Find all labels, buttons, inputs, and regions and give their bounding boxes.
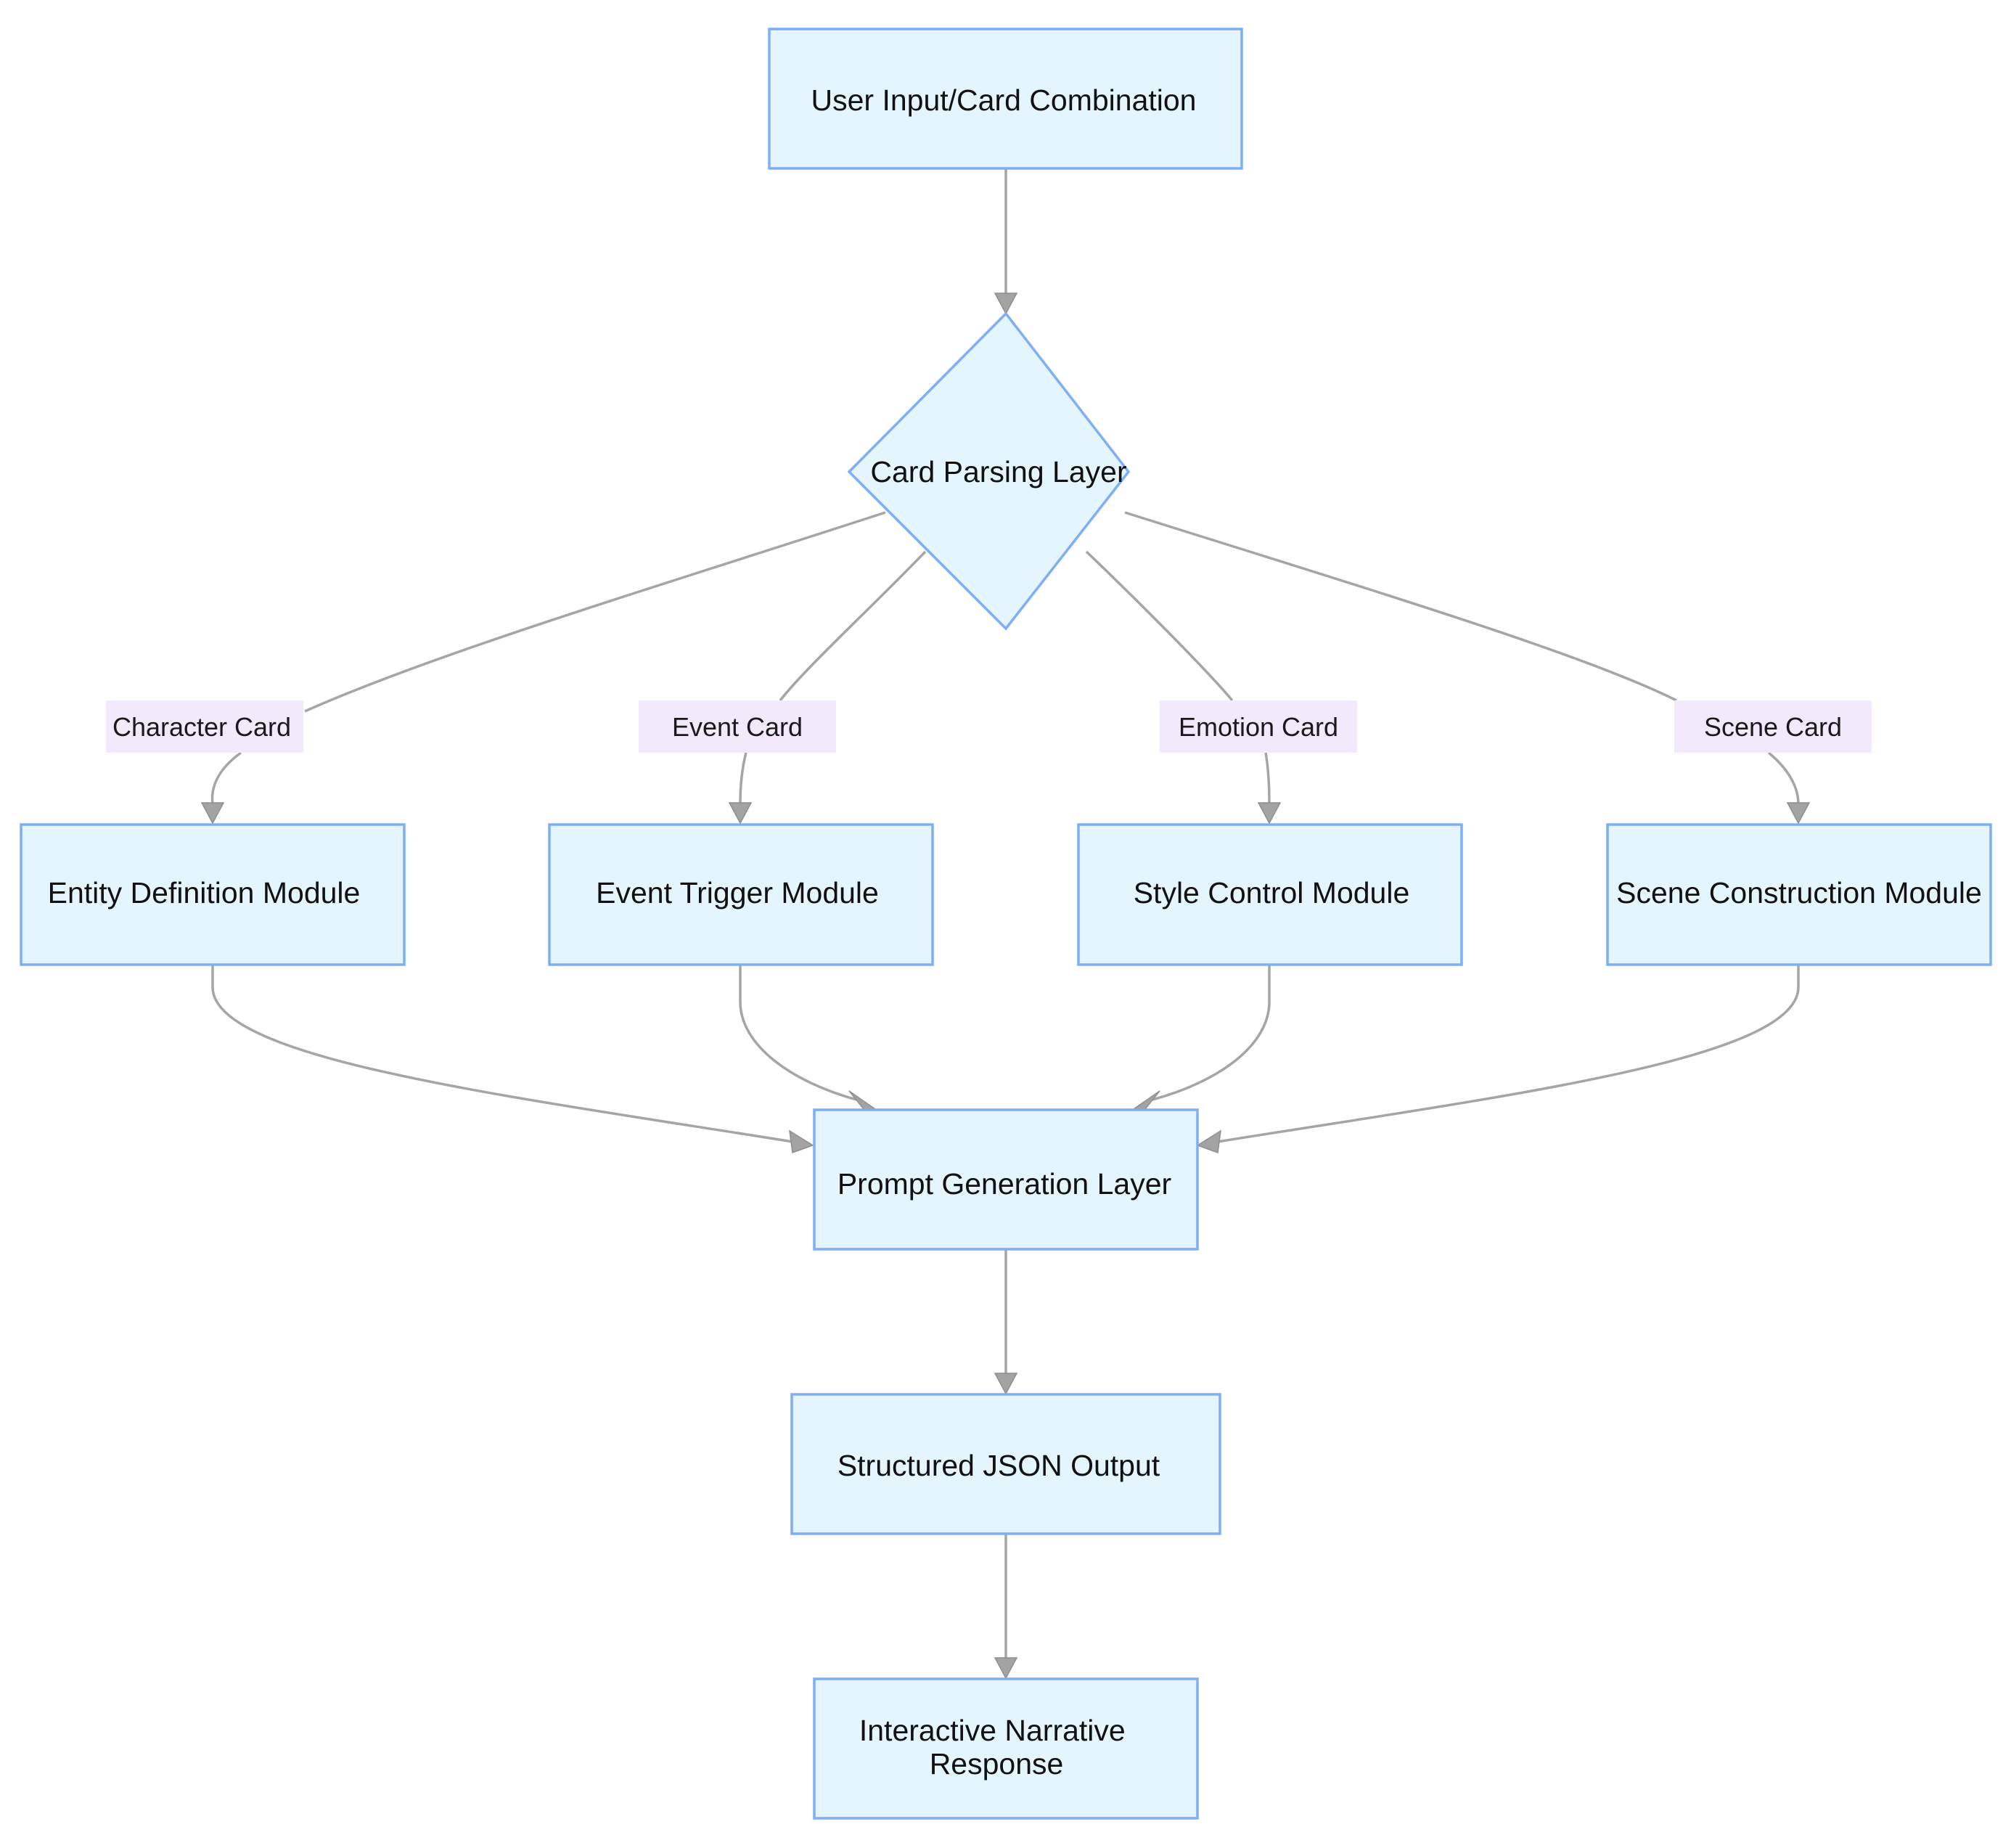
node-interactive-narrative-label: Interactive Narrative Response <box>859 1714 1134 1780</box>
arrowhead-card-parsing <box>994 293 1018 315</box>
edge-character-card-to-entity-definition <box>210 751 242 805</box>
node-structured-json: Structured JSON Output <box>790 1393 1221 1535</box>
edges <box>200 168 1811 1680</box>
edge-label-scene-card-text: Scene Card <box>1704 712 1842 742</box>
arrowhead-structured-json <box>994 1373 1018 1395</box>
node-prompt-generation-label: Prompt Generation Layer <box>837 1167 1171 1201</box>
edge-label-event-card: Event Card <box>639 700 836 753</box>
arrowhead-event-trigger <box>728 802 753 825</box>
edge-label-character-card-text: Character Card <box>112 712 291 742</box>
edge-label-event-card-text: Event Card <box>672 712 803 742</box>
nodes: User Input/Card Combination Card Parsing… <box>20 28 1992 1820</box>
edge-card-parsing-to-scene-card <box>1124 511 1677 702</box>
node-card-parsing-label: Card Parsing Layer <box>870 455 1126 488</box>
edge-emotion-card-to-style-control <box>1264 752 1271 805</box>
edge-card-parsing-to-event-card <box>779 550 927 702</box>
edge-scene-construction-to-prompt-generation <box>1217 965 1800 1143</box>
edge-scene-card-to-scene-construction <box>1767 751 1800 805</box>
node-event-trigger-label: Event Trigger Module <box>596 876 879 909</box>
edge-event-card-to-event-trigger <box>739 752 748 805</box>
edge-label-character-card: Character Card <box>106 700 303 753</box>
node-interactive-narrative: Interactive Narrative Response <box>813 1677 1199 1820</box>
edge-labels: Character Card Event Card Emotion Card S… <box>106 700 1872 753</box>
node-scene-construction-label: Scene Construction Module <box>1616 876 1982 909</box>
edge-entity-definition-to-prompt-generation <box>211 965 793 1143</box>
arrowhead-scene-construction <box>1786 802 1811 825</box>
arrowhead-prompt-from-entity <box>789 1129 814 1154</box>
arrowhead-style-control <box>1257 802 1282 825</box>
node-event-trigger: Event Trigger Module <box>548 823 934 966</box>
node-style-control-label: Style Control Module <box>1134 876 1410 909</box>
arrowhead-entity-definition <box>200 802 225 825</box>
edge-label-emotion-card-text: Emotion Card <box>1179 712 1338 742</box>
arrowhead-interactive-narrative <box>994 1657 1018 1680</box>
arrowhead-prompt-from-scene <box>1196 1129 1221 1154</box>
edge-label-emotion-card: Emotion Card <box>1160 700 1357 753</box>
node-scene-construction: Scene Construction Module <box>1606 823 1992 966</box>
node-structured-json-label: Structured JSON Output <box>837 1449 1160 1482</box>
edge-style-control-to-prompt-generation <box>1152 965 1271 1101</box>
node-interactive-narrative-label-line2: Response <box>930 1747 1064 1780</box>
edge-label-scene-card: Scene Card <box>1674 700 1872 753</box>
edge-card-parsing-to-character-card <box>304 511 886 713</box>
edge-card-parsing-to-emotion-card <box>1085 550 1234 702</box>
node-style-control: Style Control Module <box>1077 823 1463 966</box>
edge-event-trigger-to-prompt-generation <box>739 965 857 1101</box>
node-entity-definition: Entity Definition Module <box>20 823 406 966</box>
node-user-input-label: User Input/Card Combination <box>811 83 1197 117</box>
node-user-input: User Input/Card Combination <box>768 28 1243 170</box>
node-prompt-generation: Prompt Generation Layer <box>813 1108 1199 1251</box>
node-card-parsing: Card Parsing Layer <box>847 311 1131 631</box>
node-entity-definition-label: Entity Definition Module <box>48 876 361 909</box>
node-interactive-narrative-label-line1: Interactive Narrative <box>859 1714 1126 1747</box>
